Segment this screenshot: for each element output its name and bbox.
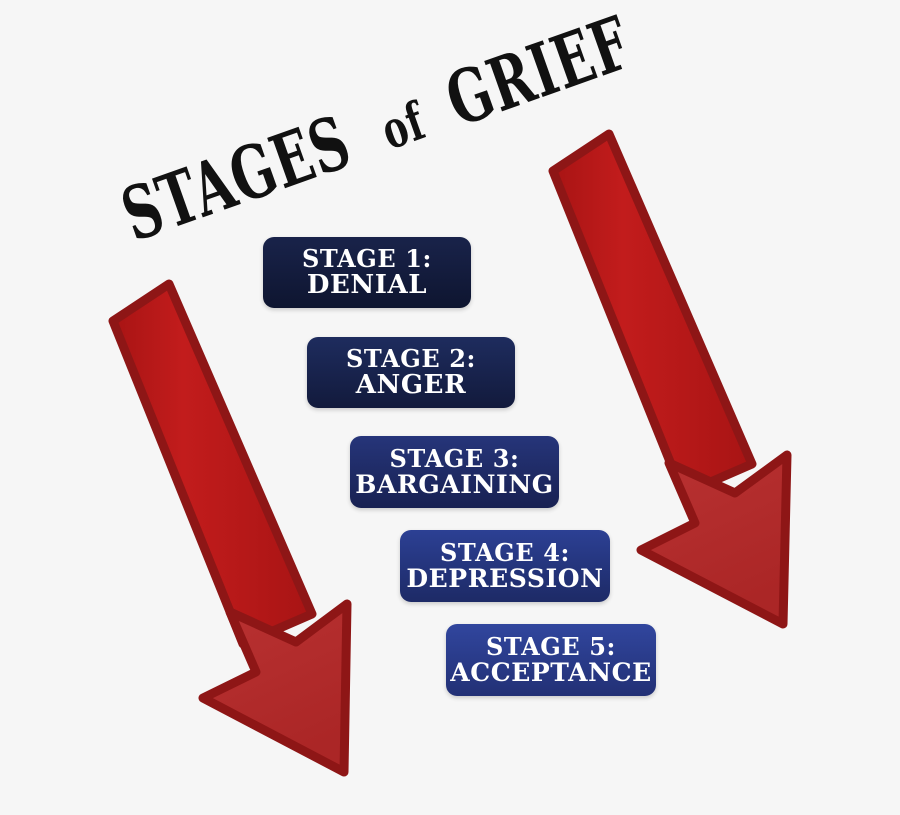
title-word-grief: GRIEF [435,0,642,144]
stage-4-label: STAGE 4: [439,537,570,567]
stage-4-name: DEPRESSION [406,564,604,594]
arrow-left-shaft [108,279,317,649]
arrow-right-shaft [548,129,757,499]
title-word-stages: STAGES [111,98,362,259]
stage-box-anger[interactable]: STAGE 2: ANGER [307,337,515,408]
stage-3-name: BARGAINING [355,470,554,500]
stage-1-label: STAGE 1: [301,243,432,273]
stage-5-name: ACCEPTANCE [450,658,652,688]
arrow-right-head [636,450,792,629]
title-word-of: of [373,91,433,163]
arrow-left-head [198,599,352,777]
stage-2-name: ANGER [355,370,467,401]
stage-box-bargaining[interactable]: STAGE 3: BARGAINING [350,436,559,508]
stage-2-label: STAGE 2: [345,343,476,373]
stage-3-label: STAGE 3: [389,443,520,473]
stage-1-name: DENIAL [306,270,428,301]
stage-5-label: STAGE 5: [485,631,616,661]
stage-box-acceptance[interactable]: STAGE 5: ACCEPTANCE [446,624,656,696]
stage-box-denial[interactable]: STAGE 1: DENIAL [263,237,471,308]
stage-box-depression[interactable]: STAGE 4: DEPRESSION [400,530,610,602]
